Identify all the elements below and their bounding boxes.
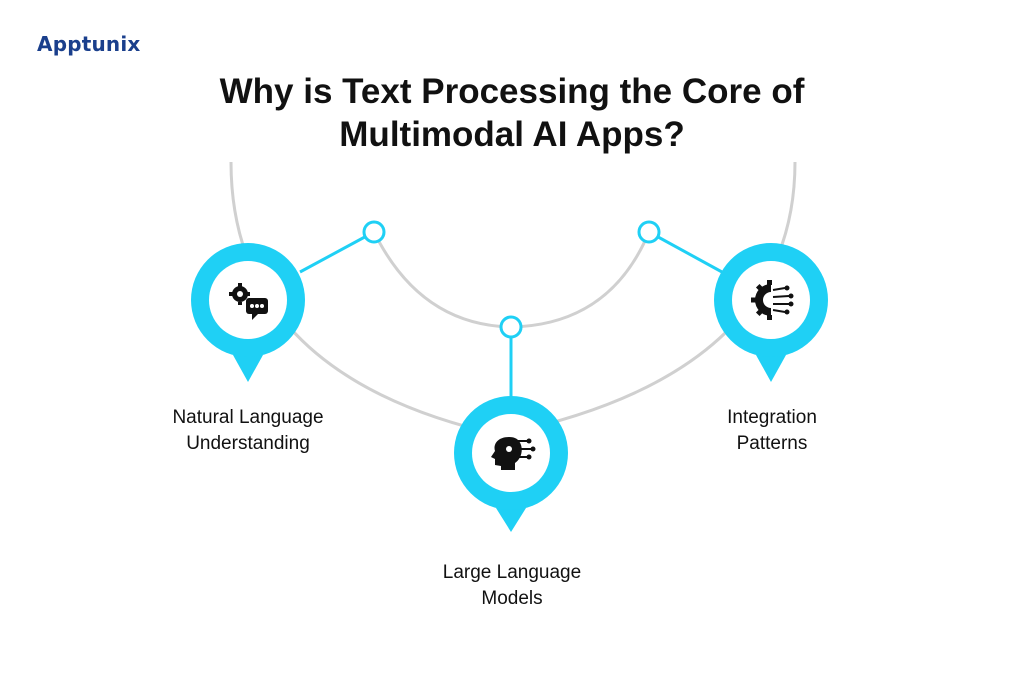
brand-rest: pptunix [52,32,141,56]
connector-right [648,230,723,274]
label-line-2: Patterns [736,433,808,454]
label-line-1: Integration [727,407,817,428]
title-line-1: Why is Text Processing the Core of [219,72,805,111]
title-line-2: Multimodal AI Apps? [339,115,685,154]
label-natural-language-understanding: Natural Language Understanding [148,405,348,457]
brand-name: Apptunix [37,32,141,56]
gear-chat-icon [229,283,268,320]
connector-dot-left [362,220,386,244]
label-large-language-models: Large Language Models [412,560,612,612]
connector-left [299,230,375,274]
node-large-language-models [454,396,568,532]
brand-first-letter: A [37,32,53,56]
label-integration-patterns: Integration Patterns [672,405,872,457]
outer-arc [229,161,797,437]
pin-tail-center [496,508,526,532]
label-line-2: Models [481,588,543,609]
label-line-1: Natural Language [172,407,324,428]
node-natural-language-understanding [191,243,305,382]
gear-network-icon [751,280,794,320]
pin-tail-left [233,355,263,382]
label-line-1: Large Language [442,562,582,583]
label-line-2: Understanding [186,433,310,454]
inner-arc [372,231,651,329]
connector-dot-right [637,220,661,244]
ai-head-icon [491,437,536,470]
connector-dot-center [499,315,523,339]
page-title: Why is Text Processing the Core of Multi… [0,70,1024,156]
pin-tail-right [756,355,786,382]
brand-logo: Apptunix [37,32,141,56]
node-integration-patterns [714,243,828,382]
